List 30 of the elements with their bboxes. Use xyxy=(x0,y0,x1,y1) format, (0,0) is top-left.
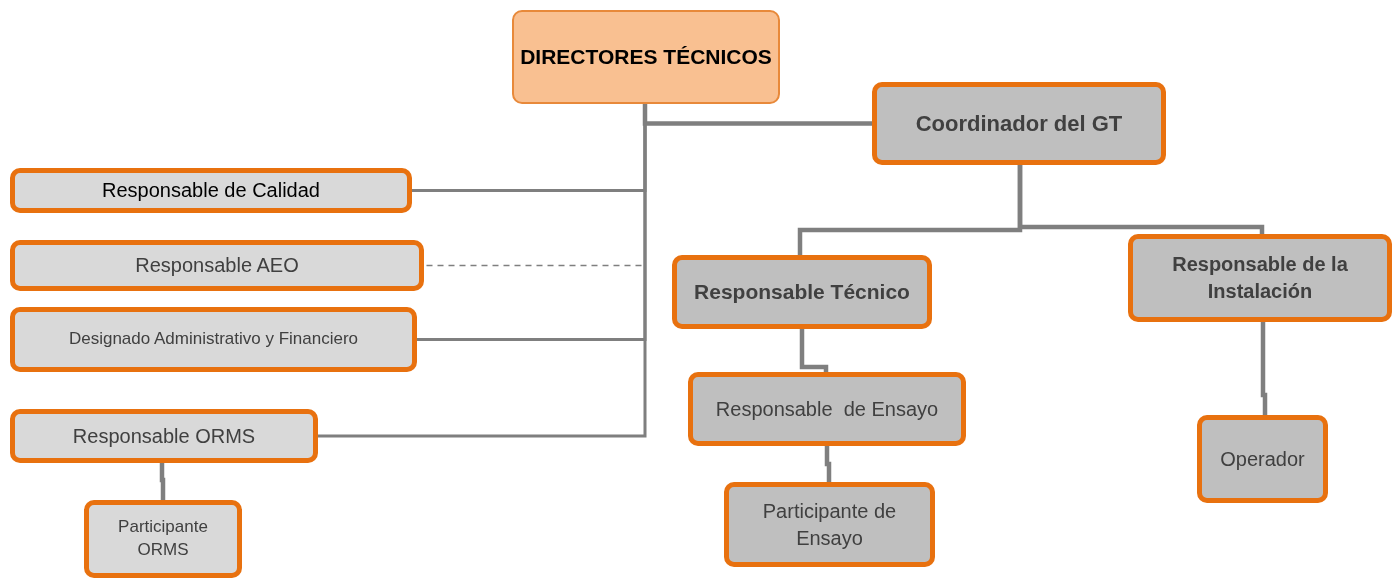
role-box xyxy=(672,255,932,329)
role-box xyxy=(10,240,424,291)
role-box xyxy=(10,307,417,372)
role-box xyxy=(10,409,318,463)
role-title: Responsable de Ensayo xyxy=(715,396,939,422)
role-title: Responsable ORMS xyxy=(72,423,256,449)
role-title: Responsable Técnico xyxy=(694,278,910,305)
role-title: Participante ORMS xyxy=(117,516,209,561)
role-title: Operador xyxy=(1220,446,1305,472)
role-title: Responsable de Calidad xyxy=(102,178,320,203)
connector-line xyxy=(824,446,832,482)
role-title: DIRECTORES TÉCNICOS xyxy=(520,43,772,70)
role-box xyxy=(10,168,412,213)
role-title: Designado Administrativo y Financiero xyxy=(68,328,359,351)
role-box xyxy=(1128,234,1392,322)
role-box xyxy=(84,500,242,578)
role-title: Coordinador del GT xyxy=(915,109,1123,138)
role-box xyxy=(1197,415,1328,503)
connector-line xyxy=(799,329,829,372)
connector-line xyxy=(159,463,166,500)
role-box xyxy=(872,82,1166,165)
role-box xyxy=(688,372,966,446)
role-title: Responsable de la Instalación xyxy=(1171,252,1349,304)
connector-line xyxy=(642,104,872,126)
role-box xyxy=(724,482,935,567)
role-title: Responsable AEO xyxy=(135,253,299,278)
connector-line xyxy=(1260,322,1268,415)
header-box xyxy=(512,10,780,104)
connector-line xyxy=(1017,165,1265,234)
role-title: Participante de Ensayo xyxy=(761,498,898,551)
